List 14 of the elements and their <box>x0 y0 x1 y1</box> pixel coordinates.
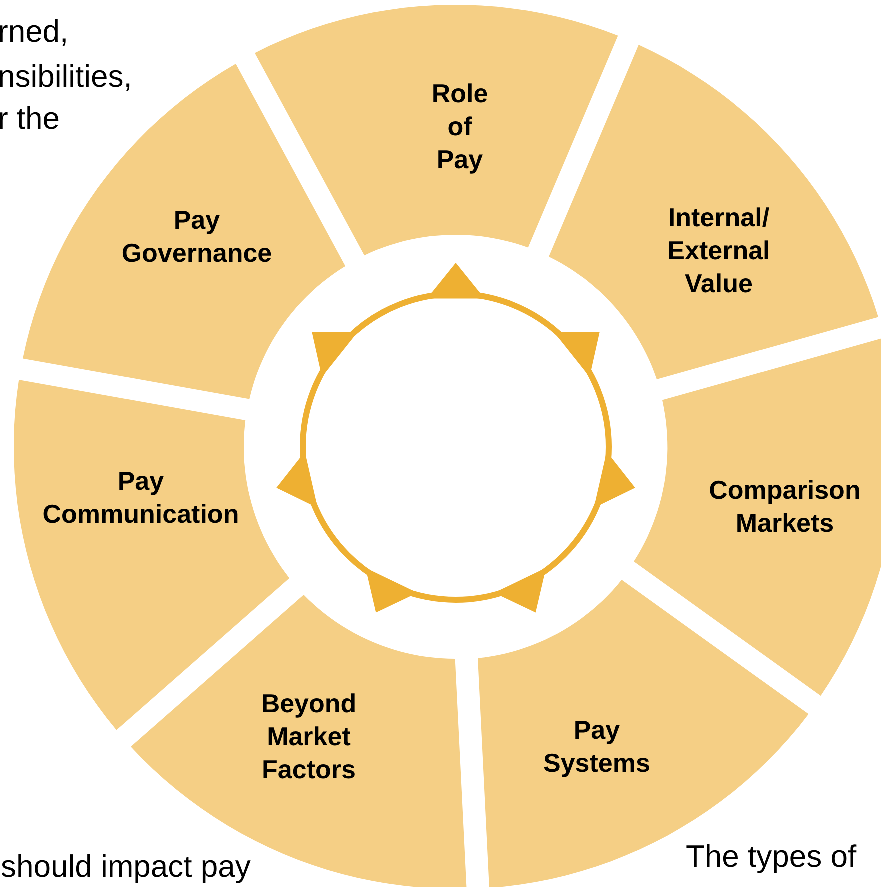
segment-label: Internal/ External Value <box>666 201 772 300</box>
segment-label: Pay Communication <box>42 464 240 531</box>
text-fragment: should impact pay <box>1 850 251 884</box>
text-fragment: The types of <box>686 840 857 874</box>
text-fragment: r the <box>0 102 60 136</box>
segment-label: Pay Systems <box>542 714 652 780</box>
wheel-segment <box>634 338 881 696</box>
text-fragment: nsibilities, <box>0 60 132 94</box>
wheel-segment <box>548 44 878 380</box>
segment-label: Beyond Market Factors <box>260 687 358 786</box>
segment-label: Comparison Markets <box>708 474 862 540</box>
text-fragment: rned, <box>0 15 69 49</box>
segment-label: Pay Governance <box>120 204 274 270</box>
segment-label: Role of Pay <box>430 77 490 176</box>
